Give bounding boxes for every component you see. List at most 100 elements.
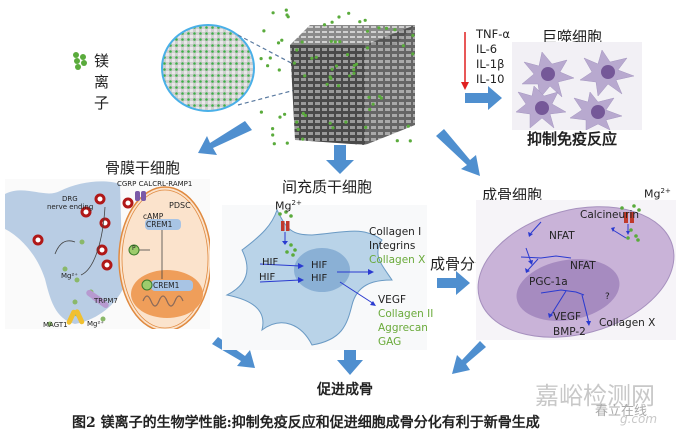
mg-ion-dot (338, 40, 342, 44)
mg-ion-dot (333, 40, 337, 44)
mg-ion-dot (364, 125, 368, 129)
mg-ion-dot (314, 55, 318, 59)
mg-ion-dot (303, 74, 307, 78)
mg-ion-dot (334, 64, 339, 68)
msc-mg-text: Mg (275, 199, 292, 213)
osteo-vegf: VEGF (553, 311, 581, 323)
msc-product: Integrins (369, 240, 416, 252)
mg-ion-dot (277, 68, 281, 72)
arrow-msc-to-bone (337, 346, 363, 375)
mg-ion-dot (365, 29, 370, 33)
pdsc-label-mg-out: Mg²⁺ (87, 320, 104, 328)
mg-ion-dot (354, 62, 359, 66)
watermark-url: g.com (620, 412, 658, 426)
mg-ion-dot (300, 40, 304, 44)
mg-ion-dot (330, 20, 334, 24)
mg-ion-dot (365, 46, 370, 50)
pdsc-label-magt1: MAGT1 (43, 321, 68, 329)
pdsc-label-camp: cAMP (143, 212, 164, 221)
mg-ion-dot (271, 11, 275, 15)
mg-ion-dot (384, 26, 389, 30)
mg-ion-dot (259, 57, 263, 61)
mg-ion-dot (395, 139, 399, 143)
osteo-collagen-x: Collagen X (599, 317, 656, 329)
msc-product-green: Aggrecan (378, 322, 428, 334)
pdsc-label-nerve: nerve ending (47, 203, 94, 211)
cytokine: TNF-α (476, 27, 510, 41)
mg-ion-dot (378, 94, 382, 98)
mg-ion-dot (268, 56, 272, 60)
osteo-nfat-2: NFAT (570, 260, 596, 272)
scaffold-illustration (161, 8, 415, 146)
mg-ion-legend-label: 镁离子 (94, 52, 110, 112)
mg-ion-dot (347, 11, 351, 15)
pdsc-illustration (5, 179, 210, 329)
msc-products-2: VEGF Collagen II Aggrecan GAG (378, 293, 433, 349)
cytokine: IL-10 (476, 72, 505, 86)
mg-ion-dot (371, 102, 375, 106)
mg-ion-dot (266, 64, 270, 68)
mg-ion-dot (262, 29, 266, 33)
pdsc-label-pdsc: PDSC (169, 201, 191, 210)
arrow-to-macrophage (465, 86, 502, 110)
arrow-differentiation (437, 271, 470, 295)
mg-ion-dot (276, 41, 281, 45)
watermark-sub: 春立在线 (595, 404, 648, 419)
mg-ion-dot (330, 67, 334, 71)
mg-ion-dot (411, 52, 415, 56)
mg-ion-dot (345, 53, 350, 57)
mg-ion-dot (363, 18, 367, 22)
mg-dots-icon (73, 52, 87, 70)
mg-ion-dot (296, 127, 300, 131)
mg-ion-dot (344, 120, 348, 124)
osteoblast-illustration (476, 200, 676, 340)
mg-ion-dot (280, 38, 284, 42)
magnified-view (161, 24, 255, 112)
mg-ion-dot (325, 82, 329, 86)
pdsc-label-trpm7: TRPM7 (94, 297, 118, 305)
msc-product-green: GAG (378, 336, 402, 348)
mg-ion-dot (352, 68, 356, 72)
figure-caption: 图2 镁离子的生物学性能:抑制免疫反应和促进细胞成骨分化有利于新骨生成 (72, 415, 540, 431)
watermark-main: 嘉峪检测网 (535, 382, 655, 410)
mg-ion-dot (301, 111, 305, 116)
osteo-mg-sup: 2+ (660, 187, 671, 195)
macrophage-illustration (512, 42, 642, 130)
mg-ion-dot (331, 126, 335, 130)
differentiation-label: 成骨分化 (430, 255, 491, 273)
mg-ion-dot (284, 8, 288, 12)
pdsc-title: 骨膜干细胞 (105, 159, 181, 177)
osteo-bmp: BMP-2 (553, 326, 586, 338)
msc-mg-sup: 2+ (291, 199, 302, 207)
cytokine: IL-6 (476, 42, 498, 56)
scaffold-cube (290, 25, 415, 145)
mg-ion-dot (406, 124, 410, 128)
pdsc-label-mg-in: Mg²⁺ (61, 272, 78, 280)
mg-ion-dot (295, 48, 299, 52)
mg-ion-dot (322, 23, 327, 27)
msc-products-1: Collagen I Integrins Collagen X (369, 225, 425, 267)
mg-ion-dot (259, 110, 263, 114)
pdsc-label-p: P (132, 245, 136, 252)
mg-ion-dot (292, 61, 296, 65)
osteo-mg-label: Mg2+ (644, 187, 671, 201)
mg-ion-dot (328, 75, 332, 79)
mg-ion-dot (285, 141, 289, 145)
mg-ion-dot (348, 74, 352, 78)
msc-hif-in-1: HIF (311, 260, 328, 271)
cytokine-down-arrow (461, 32, 469, 90)
mg-ion-dot (377, 26, 381, 30)
mg-ion-dot (358, 20, 362, 24)
mg-ion-dot (368, 107, 372, 112)
mg-ion-dot (303, 113, 308, 118)
mg-ion-dot (401, 44, 405, 48)
mg-ion-dot (278, 115, 282, 119)
cytokine: IL-1β (476, 57, 505, 71)
msc-product-green: Collagen X (369, 254, 426, 266)
mg-ion-dot (411, 33, 415, 38)
mg-ion-dot (272, 142, 276, 146)
mg-ion-dot (328, 121, 332, 125)
mg-ion-dot (337, 15, 341, 19)
osteo-pgc: PGC-1a (529, 276, 568, 288)
mg-ion-dot (336, 84, 341, 88)
